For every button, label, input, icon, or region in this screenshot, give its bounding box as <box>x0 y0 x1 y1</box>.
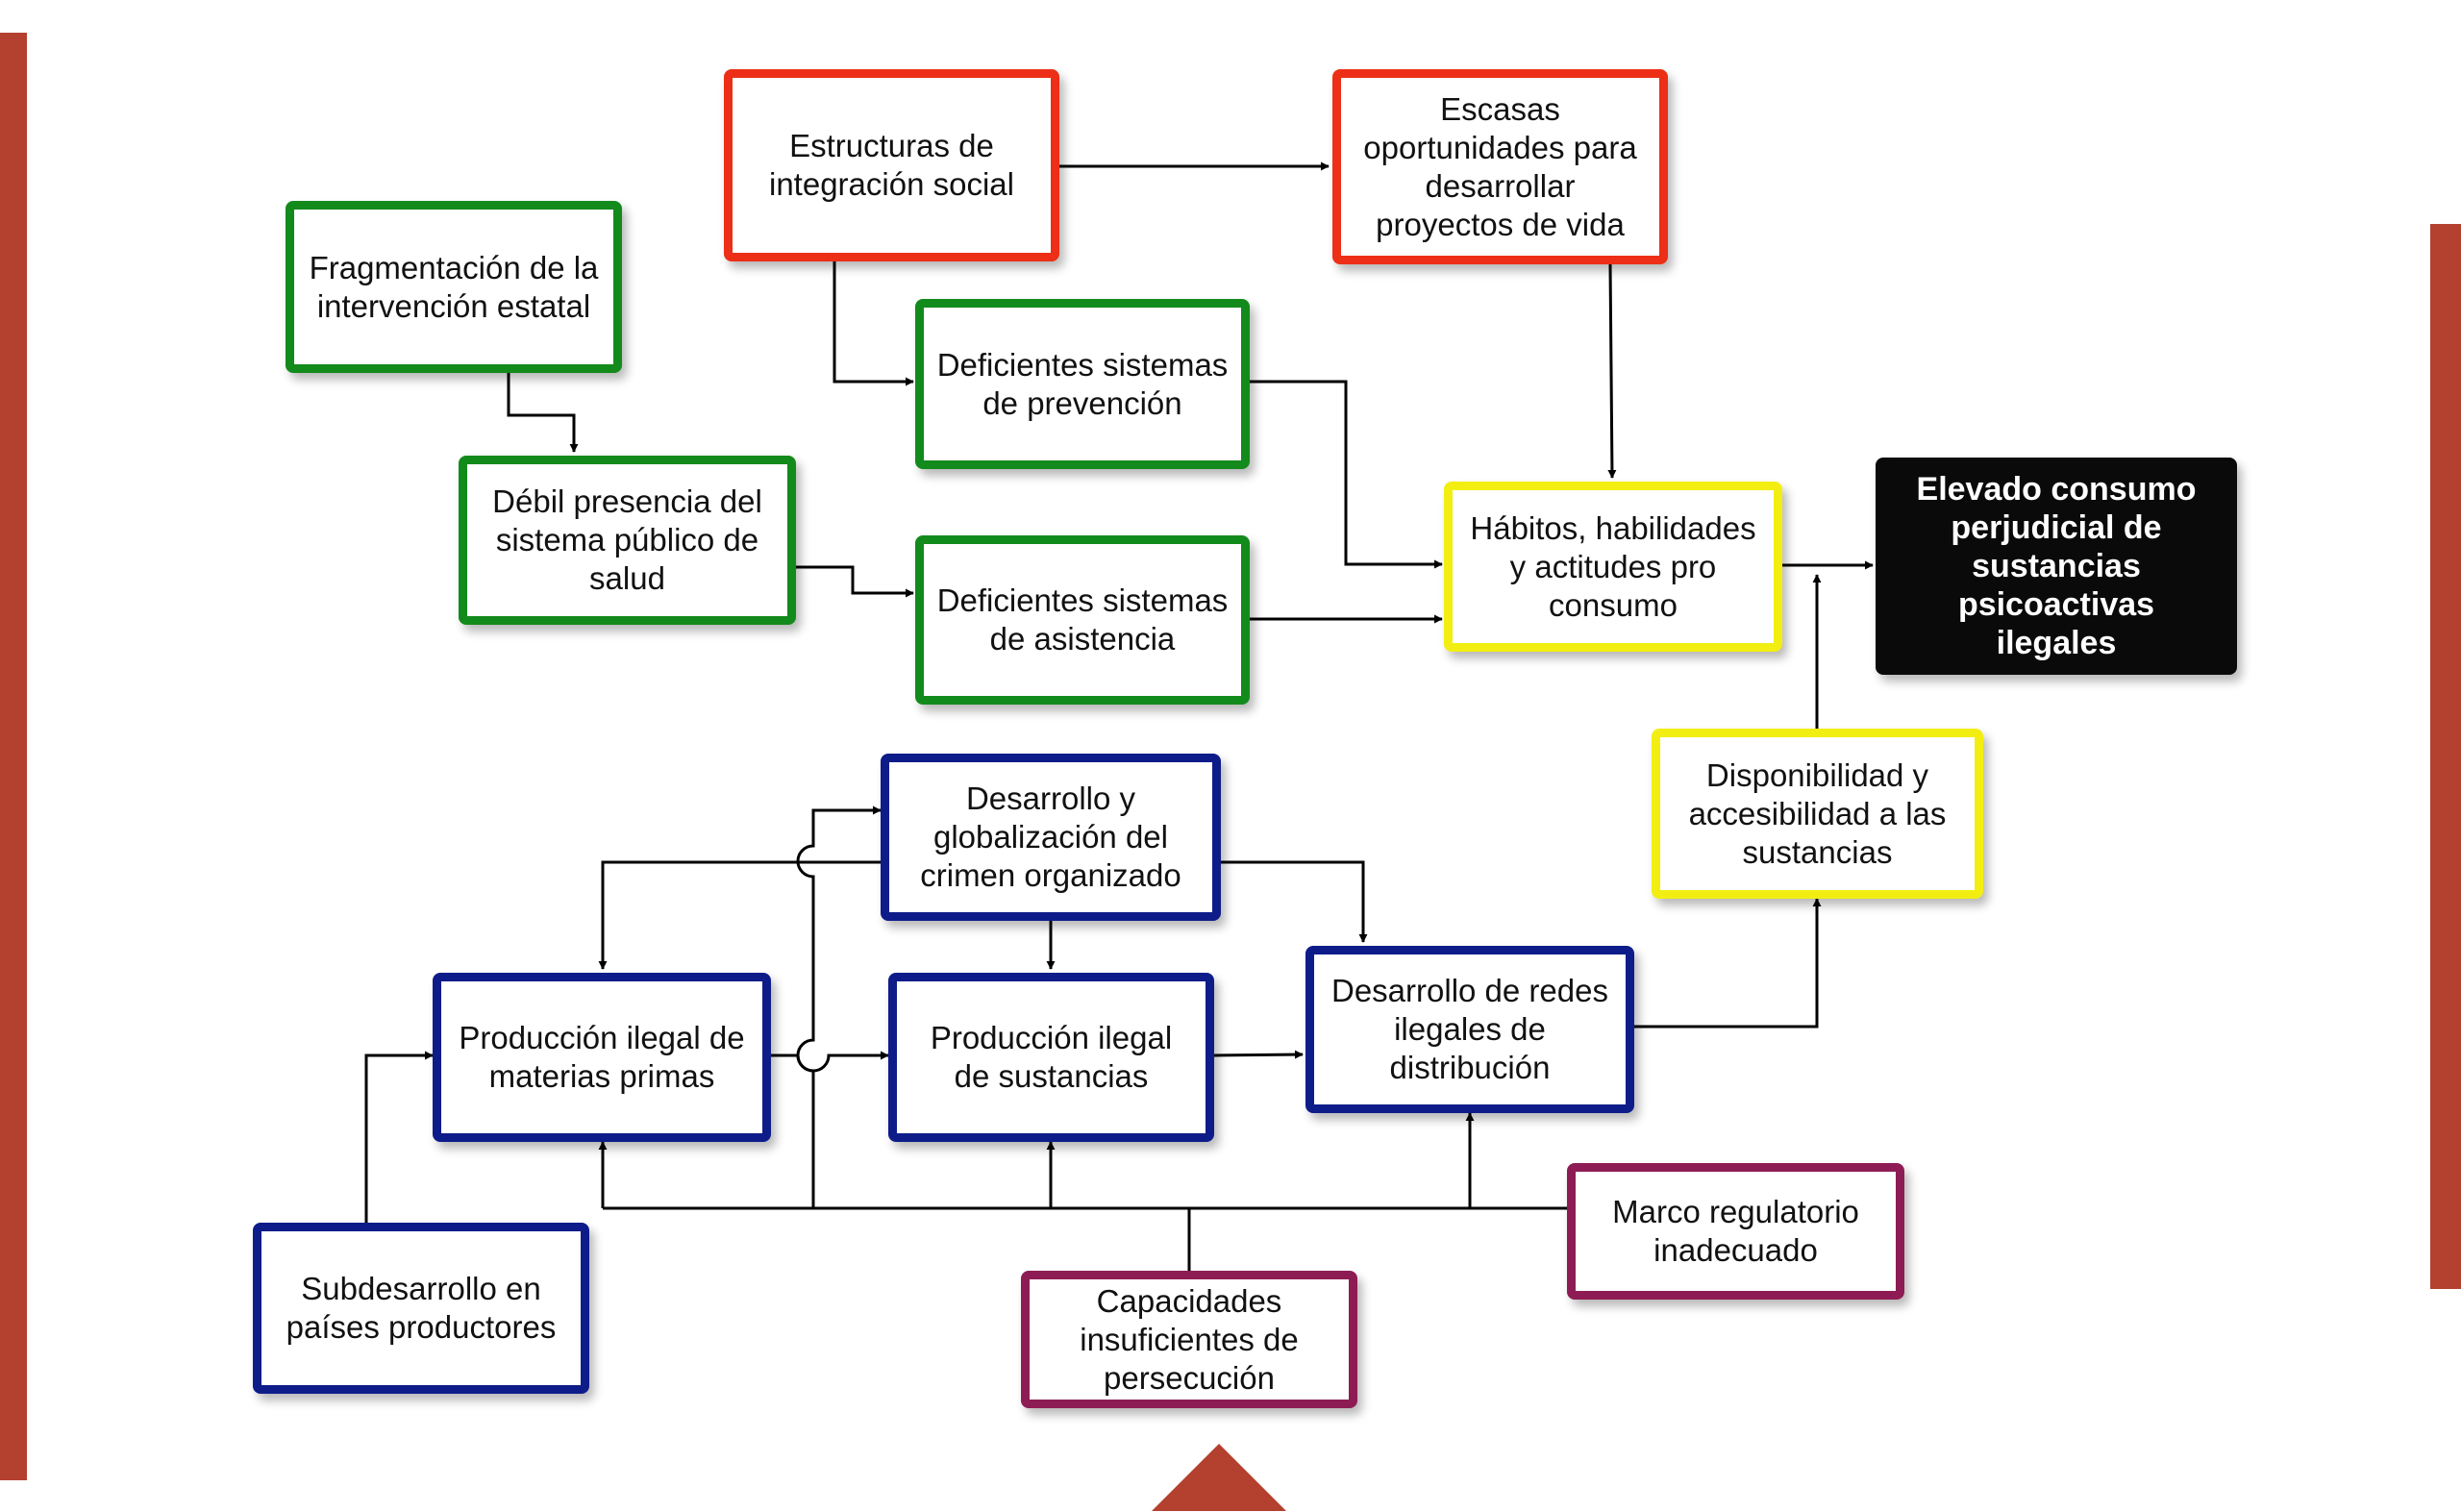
edge-bus-crimen <box>796 806 882 1208</box>
node-estructuras: Estructuras de integración social <box>724 69 1059 261</box>
node-habitos: Hábitos, habilidades y actitudes pro con… <box>1444 482 1782 652</box>
node-disponibilidad: Disponibilidad y accesibilidad a las sus… <box>1652 729 1983 899</box>
right-accent-bar <box>2430 224 2461 1289</box>
node-produccion-sustancias: Producción ilegal de sustancias <box>888 973 1214 1142</box>
edge-crimen-materias <box>598 860 881 970</box>
edge-fragmentacion-debil <box>507 373 579 453</box>
node-escasas: Escasas oportunidades para desarrollar p… <box>1332 69 1668 264</box>
node-marco: Marco regulatorio inadecuado <box>1567 1163 1904 1300</box>
node-debil-presencia: Débil presencia del sistema público de s… <box>459 456 796 625</box>
node-capacidades: Capacidades insuficientes de persecución <box>1021 1271 1357 1408</box>
node-redes: Desarrollo de redes ilegales de distribu… <box>1305 946 1634 1113</box>
left-accent-bar <box>0 33 27 1480</box>
node-subdesarrollo: Subdesarrollo en países productores <box>253 1223 589 1394</box>
edge-escasas-habitos <box>1607 263 1617 479</box>
node-def-asistencia: Deficientes sistemas de asistencia <box>915 535 1250 705</box>
edge-crimen-redes <box>1221 860 1368 943</box>
edge-estructuras-prevencion <box>833 261 914 386</box>
edge-prevencion-habitos <box>1250 380 1443 569</box>
node-fragmentacion: Fragmentación de la intervención estatal <box>286 201 622 373</box>
node-def-prevencion: Deficientes sistemas de prevención <box>915 299 1250 469</box>
edge-debil-asistencia <box>796 565 914 598</box>
bottom-triangle-icon <box>1152 1444 1286 1511</box>
edge-redes-disponibilidad <box>1634 898 1822 1029</box>
node-desarrollo-crimen: Desarrollo y globalización del crimen or… <box>881 754 1221 921</box>
edge-materias-sustancias <box>771 1051 889 1073</box>
edge-subdesarrollo-materias <box>364 1051 434 1223</box>
edge-sustancias-redes <box>1213 1050 1304 1059</box>
node-produccion-materias: Producción ilegal de materias primas <box>433 973 771 1142</box>
node-elevado: Elevado consumo perjudicial de sustancia… <box>1876 458 2237 675</box>
